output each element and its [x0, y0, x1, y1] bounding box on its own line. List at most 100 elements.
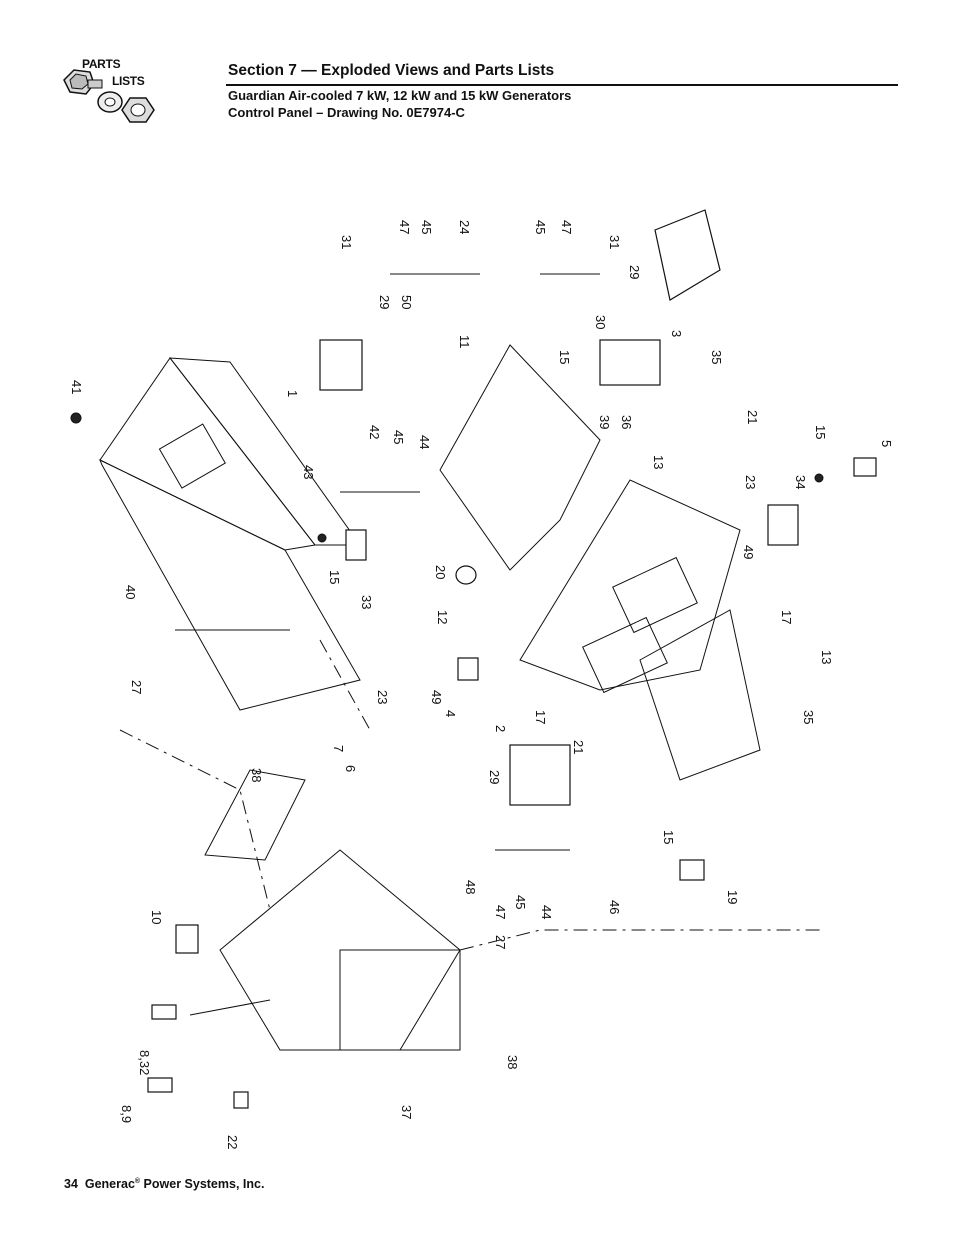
- side-panel: [639, 609, 761, 781]
- callout-45: 45: [391, 430, 406, 444]
- callout-35: 35: [801, 710, 816, 724]
- callout-12: 12: [435, 610, 450, 624]
- callout-45: 45: [513, 895, 528, 909]
- callout-11: 11: [457, 335, 472, 349]
- callout-47: 47: [493, 905, 508, 919]
- callout-45: 45: [533, 220, 548, 234]
- callout-3: 3: [669, 330, 684, 337]
- callout-39: 39: [597, 415, 612, 429]
- callout-30: 30: [593, 315, 608, 329]
- front-panel-cutout-2: [582, 616, 668, 694]
- part-41: [70, 412, 82, 424]
- box-37: [219, 849, 461, 1051]
- part-30: [599, 339, 661, 386]
- part-22: [233, 1091, 249, 1109]
- callout-23: 23: [375, 690, 390, 704]
- callout-47: 47: [397, 220, 412, 234]
- callout-41: 41: [69, 380, 84, 394]
- part-4: [457, 657, 479, 681]
- leader-box: [119, 729, 271, 911]
- part-15: [317, 533, 327, 543]
- logo-parts-label: PARTS: [82, 57, 121, 71]
- callout-19: 19: [725, 890, 740, 904]
- panel-40-cutout: [158, 423, 226, 489]
- callout-8-32: 8,32: [137, 1050, 152, 1075]
- callout-15: 15: [327, 570, 342, 584]
- callout-4: 4: [443, 710, 458, 717]
- callout-40: 40: [123, 585, 138, 599]
- part-5: [853, 457, 877, 477]
- callout-44: 44: [539, 905, 554, 919]
- part-1: [319, 339, 363, 391]
- part-10: [175, 924, 199, 954]
- callout-17: 17: [779, 610, 794, 624]
- callout-2: 2: [493, 725, 508, 732]
- callout-37: 37: [399, 1105, 414, 1119]
- callout-49: 49: [741, 545, 756, 559]
- box-37-front: [339, 949, 461, 1051]
- header-rule: [226, 84, 898, 86]
- company-name: Generac: [84, 1177, 135, 1191]
- callout-10: 10: [149, 910, 164, 924]
- callout-6: 6: [343, 765, 358, 772]
- callout-45: 45: [419, 220, 434, 234]
- callout-38: 38: [249, 768, 264, 782]
- callout-23: 23: [743, 475, 758, 489]
- callout-13: 13: [819, 650, 834, 664]
- callout-38: 38: [505, 1055, 520, 1069]
- callout-29: 29: [487, 770, 502, 784]
- part-34: [767, 504, 799, 546]
- parts-lists-logo: [63, 69, 155, 123]
- callout-21: 21: [745, 410, 760, 424]
- page-footer: 34 Generac® Power Systems, Inc.: [64, 1177, 264, 1191]
- part-3: [654, 209, 721, 301]
- panel-40: [99, 458, 361, 711]
- callout-15: 15: [813, 425, 828, 439]
- callout-20: 20: [433, 565, 448, 579]
- part-33: [345, 529, 367, 561]
- callout-5: 5: [879, 440, 894, 447]
- callout-15: 15: [661, 830, 676, 844]
- callout-34: 34: [793, 475, 808, 489]
- leader-8-32: [189, 999, 271, 1016]
- callout-33: 33: [359, 595, 374, 609]
- callout-31: 31: [339, 235, 354, 249]
- callout-46: 46: [607, 900, 622, 914]
- panel-40-top: [99, 357, 316, 551]
- subtitle-drawing: Control Panel – Drawing No. 0E7974-C: [228, 105, 465, 120]
- callout-31: 31: [607, 235, 622, 249]
- leader-40: [319, 639, 371, 731]
- section-title: Section 7 — Exploded Views and Parts Lis…: [228, 62, 555, 79]
- callout-47: 47: [559, 220, 574, 234]
- part-8-9: [147, 1077, 173, 1093]
- callout-49: 49: [429, 690, 444, 704]
- callout-7: 7: [331, 745, 346, 752]
- page-number: 34: [64, 1177, 78, 1191]
- part-8-32: [151, 1004, 177, 1020]
- callout-22: 22: [225, 1135, 240, 1149]
- callout-43: 43: [301, 465, 316, 479]
- part-15b: [814, 473, 824, 483]
- callout-21: 21: [571, 740, 586, 754]
- callout-15: 15: [557, 350, 572, 364]
- subtitle-models: Guardian Air-cooled 7 kW, 12 kW and 15 k…: [228, 88, 572, 103]
- callout-44: 44: [417, 435, 432, 449]
- callout-1: 1: [285, 390, 300, 397]
- callout-50: 50: [399, 295, 414, 309]
- callout-17: 17: [533, 710, 548, 724]
- part-19: [679, 859, 705, 881]
- front-panel-cutout-1: [612, 556, 698, 634]
- board-7: [204, 769, 306, 861]
- callout-36: 36: [619, 415, 634, 429]
- logo-lists-label: LISTS: [112, 74, 145, 88]
- company-suffix: Power Systems, Inc.: [143, 1177, 265, 1191]
- registered-mark: ®: [134, 1177, 141, 1185]
- callout-27: 27: [493, 935, 508, 949]
- part-2: [509, 744, 571, 806]
- callout-24: 24: [457, 220, 472, 234]
- leader-box-right: [459, 929, 820, 951]
- callout-13: 13: [651, 455, 666, 469]
- callout-8-9: 8,9: [119, 1105, 134, 1123]
